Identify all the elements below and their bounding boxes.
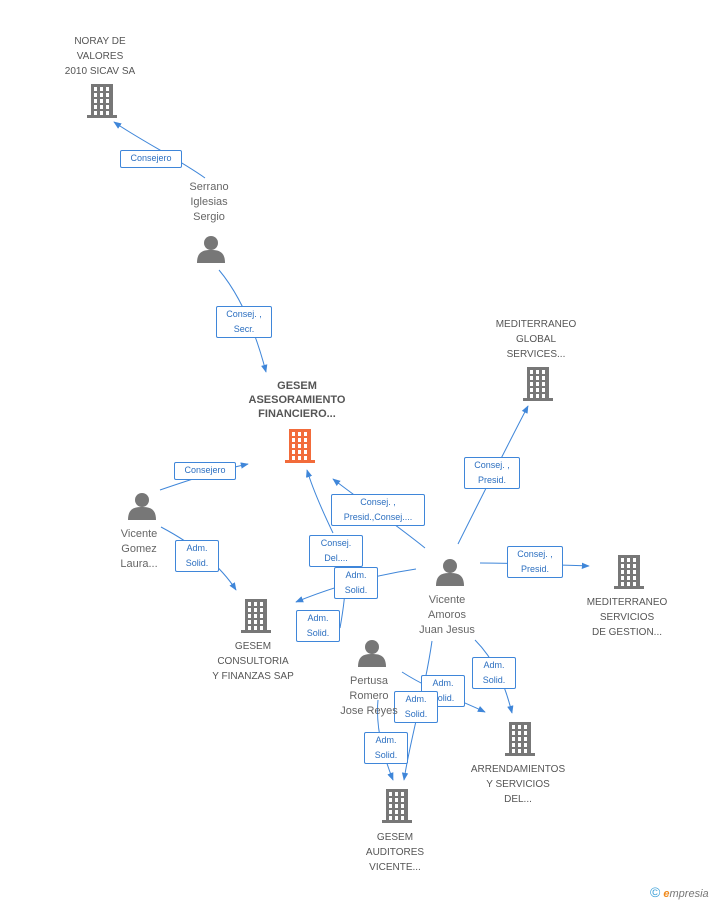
edge-label[interactable]: Consejero <box>174 462 236 480</box>
node-label-gesem-asesoramiento[interactable]: GESEM ASESORAMIENTO FINANCIERO... <box>248 380 346 420</box>
person-icon[interactable] <box>436 559 464 586</box>
edge-label[interactable]: Adm. Solid. <box>296 610 340 642</box>
edge-label[interactable]: Consej. , Presid.,Consej.... <box>331 494 425 526</box>
building-icon[interactable] <box>523 367 553 401</box>
edge-label[interactable]: Consej. , Presid. <box>507 546 563 578</box>
edge-label[interactable]: Consej. , Secr. <box>216 306 272 338</box>
node-label-vicente-amoros[interactable]: Vicente Amoros Juan Jesus <box>419 594 475 636</box>
building-icon[interactable] <box>285 429 315 463</box>
node-label-gesem-consultoria[interactable]: GESEM CONSULTORIA Y FINANZAS SAP <box>212 641 294 682</box>
node-label-mediterraneo-global[interactable]: MEDITERRANEO GLOBAL SERVICES... <box>495 319 577 360</box>
edge-label[interactable]: Consej. , Presid. <box>464 457 520 489</box>
brand-name: mpresia <box>669 888 709 900</box>
person-icon[interactable] <box>358 640 386 667</box>
person-icon[interactable] <box>197 236 225 263</box>
node-label-vicente-gomez[interactable]: Vicente Gomez Laura... <box>120 528 158 570</box>
node-label-pertusa[interactable]: Pertusa Romero Jose Reyes <box>340 675 398 717</box>
building-icon[interactable] <box>241 599 271 633</box>
building-icon[interactable] <box>382 789 412 823</box>
node-label-mediterraneo-servicios[interactable]: MEDITERRANEO SERVICIOS DE GESTION... <box>586 597 668 638</box>
edge-label[interactable]: Adm. Solid. <box>364 732 408 764</box>
edge-label[interactable]: Adm. Solid. <box>472 657 516 689</box>
building-icon[interactable] <box>614 555 644 589</box>
building-icon[interactable] <box>87 84 117 118</box>
node-label-noray[interactable]: NORAY DE VALORES 2010 SICAV SA <box>64 36 136 77</box>
copyright-symbol: © <box>650 884 661 900</box>
building-icon[interactable] <box>505 722 535 756</box>
edge-label[interactable]: Adm. Solid. <box>175 540 219 572</box>
brand-footer: © empresia <box>650 884 709 900</box>
edge-pertusa-to-gesem-asesoramiento <box>306 469 334 534</box>
node-label-gesem-auditores[interactable]: GESEM AUDITORES VICENTE... <box>365 832 425 873</box>
edge-label[interactable]: Adm. Solid. <box>394 691 438 723</box>
edge-label[interactable]: Adm. Solid. <box>334 567 378 599</box>
node-label-serrano[interactable]: Serrano Iglesias Sergio <box>189 181 229 223</box>
person-icon[interactable] <box>128 493 156 520</box>
brand-initial: e <box>663 888 670 900</box>
node-label-arrendamientos[interactable]: ARRENDAMIENTOS Y SERVICIOS DEL... <box>470 764 566 805</box>
edge-label[interactable]: Consej. Del.... <box>309 535 363 567</box>
edge-label[interactable]: Consejero <box>120 150 182 168</box>
